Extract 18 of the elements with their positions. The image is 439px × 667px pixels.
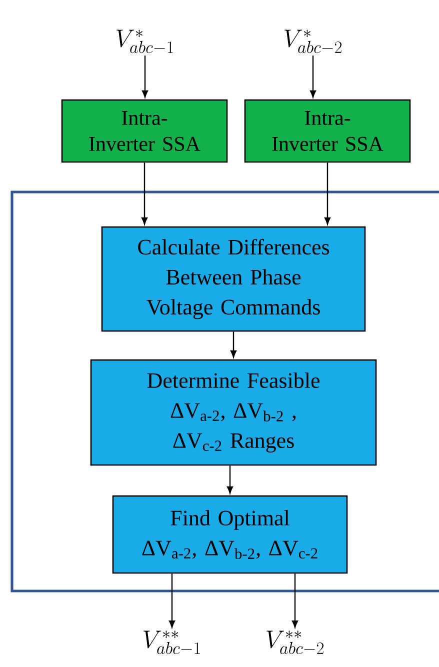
arrow — [310, 56, 316, 98]
process-box: Find Optimal ΔV$_{a-2}$, ΔV$_{b-2}$, ΔV$_{c-2}$ — [112, 495, 348, 574]
arrow — [230, 332, 237, 358]
voltage-label: $V^{**}_{abc-2}$ — [266, 630, 324, 654]
voltage-label: $V^{**}_{abc-1}$ — [144, 630, 200, 654]
arrow — [141, 162, 148, 225]
arrow — [168, 574, 176, 628]
voltage-label: $V^{*}_{abc-1}$ — [116, 30, 173, 54]
process-box: Intra-Inverter SSA — [61, 99, 228, 163]
process-box: Calculate Differences Between Phase Voltage Commands — [101, 226, 366, 332]
process-box: Intra-Inverter SSA — [244, 99, 411, 163]
arrow — [142, 56, 148, 98]
arrow — [324, 162, 331, 225]
arrow — [292, 574, 298, 628]
voltage-label: $V^{*}_{abc-2}$ — [284, 30, 342, 54]
arrow — [226, 466, 234, 494]
frame-border — [10, 190, 439, 592]
process-box: Determine Feasible ΔV$_{a-2}$, ΔV$_{b-2}$ , ΔV$_{c-2}$ Ranges — [90, 359, 377, 466]
